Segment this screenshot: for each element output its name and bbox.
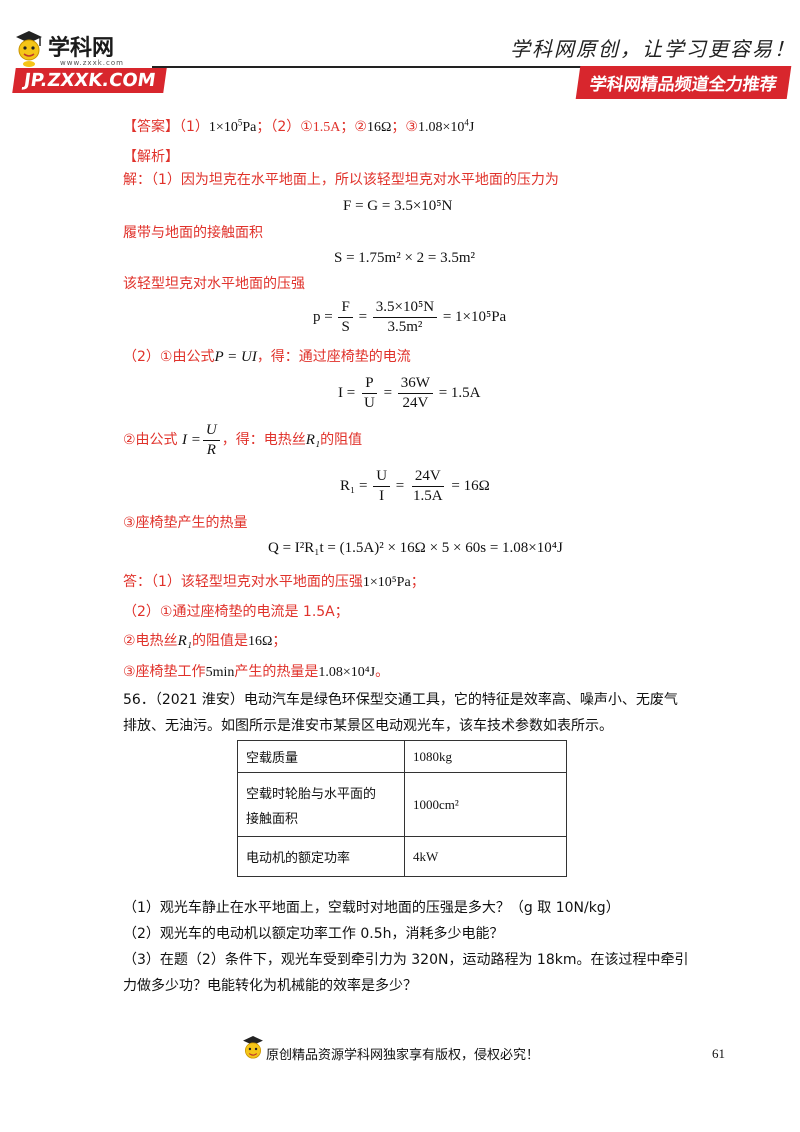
conclusion-line-4: ③座椅垫工作5min产生的热量是1.08×10⁴J。 — [123, 664, 390, 680]
sub-question-3-line-1: （3）在题（2）条件下，观光车受到牵引力为 320N，运动路程为 18km。在该… — [123, 952, 689, 968]
analysis-line-3: 该轻型坦克对水平地面的压强 — [123, 276, 305, 292]
page-number: 61 — [712, 1046, 725, 1061]
sub-question-1: （1）观光车静止在水平地面上，空载时对地面的压强是多大？（g 取 10N/kg） — [123, 900, 620, 916]
analysis-line-4: （2）①由公式P = UI，得：通过座椅垫的电流 — [123, 349, 411, 365]
sub-question-3-line-2: 力做多少功？电能转化为机械能的效率是多少？ — [123, 978, 417, 994]
analysis-line-2: 履带与地面的接触面积 — [123, 225, 263, 241]
table-row: 空载质量 1080kg — [237, 740, 567, 773]
header: 学科网 www.zxxk.com JP.ZXXK.COM 学科网原创，让学习更容… — [0, 0, 800, 100]
footer-mascot-icon — [243, 1036, 263, 1059]
mascot-logo-icon — [16, 31, 42, 67]
parameters-table: 空载质量 1080kg 空载时轮胎与水平面的接触面积 1000cm² 电动机的额… — [237, 740, 567, 877]
table-cell-label: 空载质量 — [237, 740, 405, 773]
logo-subtext: www.zxxk.com — [60, 59, 124, 67]
table-cell-label: 电动机的额定功率 — [237, 836, 405, 877]
answer-label: 【答案】 — [123, 119, 179, 135]
table-row: 空载时轮胎与水平面的接触面积 1000cm² — [237, 772, 567, 837]
footer-copyright: 原创精品资源学科网独家享有版权，侵权必究！ — [266, 1048, 540, 1063]
header-divider — [152, 66, 782, 68]
analysis-label: 【解析】 — [123, 149, 179, 165]
equation-force: F = G = 3.5×10⁵N — [343, 198, 453, 214]
conclusion-line-1: 答：（1）该轻型坦克对水平地面的压强1×10⁵Pa； — [123, 574, 425, 590]
analysis-line-1: 解：（1）因为坦克在水平地面上，所以该轻型坦克对水平地面的压力为 — [123, 172, 559, 188]
table-cell-value: 1080kg — [404, 740, 567, 773]
equation-area: S = 1.75m² × 2 = 3.5m² — [334, 250, 476, 266]
table-cell-label: 空载时轮胎与水平面的接触面积 — [237, 772, 405, 837]
site-url-badge[interactable]: JP.ZXXK.COM — [12, 68, 168, 93]
table-row: 电动机的额定功率 4kW — [237, 836, 567, 877]
conclusion-line-2: （2）①通过座椅垫的电流是 1.5A； — [123, 604, 349, 620]
equation-heat: Q = I²R₁t = (1.5A)² × 16Ω × 5 × 60s = 1.… — [268, 540, 563, 556]
question-line-2: 排放、无油污。如图所示是淮安市某景区电动观光车，该车技术参数如表所示。 — [123, 718, 613, 734]
analysis-line-6: ③座椅垫产生的热量 — [123, 515, 248, 531]
slogan: 学科网原创，让学习更容易！ — [510, 37, 796, 61]
sub-question-2: （2）观光车的电动机以额定功率工作 0.5h，消耗多少电能？ — [123, 926, 504, 942]
answer-line: 【答案】（1）1×105Pa；（2）①1.5A；②16Ω；③1.08×104J — [123, 117, 475, 135]
table-cell-value: 1000cm² — [404, 772, 567, 837]
conclusion-line-3: ②电热丝R₁的阻值是16Ω； — [123, 633, 287, 649]
question-line-1: 56．（2021 淮安）电动汽车是绿色环保型交通工具，它的特征是效率高、噪声小、… — [123, 692, 678, 708]
logo-name: 学科网 — [48, 36, 115, 61]
table-cell-value: 4kW — [404, 836, 567, 877]
promo-banner[interactable]: 学科网精品频道全力推荐 — [575, 66, 792, 99]
